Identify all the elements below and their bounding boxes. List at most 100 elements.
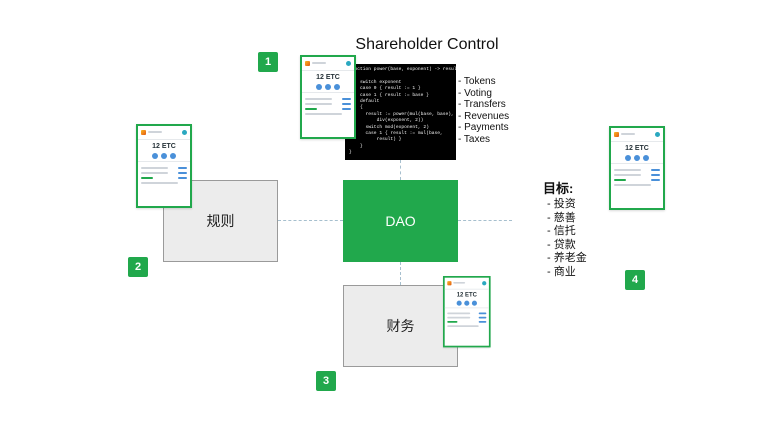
connector-code-dao xyxy=(400,160,401,180)
wallet-rows xyxy=(302,94,354,119)
status-placeholder-bar xyxy=(305,107,317,110)
link-placeholder-bar xyxy=(177,166,187,169)
text-placeholder-bar xyxy=(141,166,168,169)
wallet-balance: 12 ETC xyxy=(625,145,649,152)
code-line: result) } xyxy=(349,137,402,143)
code-line: case 0 { result := 1 } xyxy=(349,86,421,92)
code-line: div(exponent, 2)) xyxy=(349,118,424,124)
account-avatar-icon xyxy=(182,129,187,135)
wallet-balance: 12 ETC xyxy=(152,143,176,150)
feature-item: - Revenues xyxy=(458,110,510,122)
account-avatar-icon xyxy=(655,131,660,137)
link-placeholder-bar xyxy=(478,320,487,323)
text-placeholder-bar xyxy=(305,112,342,115)
text-placeholder-bar xyxy=(447,324,479,327)
feature-item: - Voting xyxy=(458,87,492,99)
action-button-icon xyxy=(334,84,340,90)
code-line: switch exponent xyxy=(349,79,402,85)
feature-list: - Tokens- Voting- Transfers- Revenues- P… xyxy=(458,76,509,146)
code-block: function power(base, exponent) -> result… xyxy=(345,64,456,160)
connector-dao-goals xyxy=(458,220,512,221)
action-button-icon xyxy=(464,300,470,306)
code-line: case 1 { result := base } xyxy=(349,92,429,98)
link-placeholder-bar xyxy=(177,176,187,179)
code-line: } xyxy=(349,150,352,156)
text-placeholder-bar xyxy=(621,132,635,136)
code-line: } xyxy=(349,143,363,149)
goal-item: - 贷款 xyxy=(547,238,576,251)
text-placeholder-bar xyxy=(614,168,641,171)
code-lines: function power(base, exponent) -> result… xyxy=(349,67,456,157)
page-title: Shareholder Control xyxy=(355,36,499,53)
node-finance: 财务 xyxy=(343,285,458,367)
goals-list: - 投资- 慈善- 信托- 贷款- 养老金- 商业 xyxy=(543,198,587,279)
goal-item: - 信托 xyxy=(547,225,576,237)
text-placeholder-bar xyxy=(453,281,466,284)
wallet-logo-icon xyxy=(305,60,310,66)
text-placeholder-bar xyxy=(614,183,651,186)
code-line: case 1 { result := mul(base, xyxy=(349,131,443,137)
status-placeholder-bar xyxy=(141,176,153,179)
feature-item: - Transfers xyxy=(458,99,506,111)
wallet-logo-icon xyxy=(447,280,452,285)
link-placeholder-bar xyxy=(341,97,351,100)
code-line: default xyxy=(349,99,380,105)
action-button-icon xyxy=(161,153,167,159)
step-badge-1: 1 xyxy=(258,52,278,72)
link-placeholder-bar xyxy=(341,102,351,105)
node-dao-label: DAO xyxy=(385,213,416,229)
step-badge-4: 4 xyxy=(625,270,645,290)
text-placeholder-bar xyxy=(141,181,178,184)
text-placeholder-bar xyxy=(305,97,332,100)
node-rules-label: 规则 xyxy=(206,213,235,229)
wallet-balance: 12 ETC xyxy=(316,74,340,81)
wallet-logo-icon xyxy=(141,129,146,135)
action-button-icon xyxy=(325,84,331,90)
link-placeholder-bar xyxy=(650,173,660,176)
status-placeholder-bar xyxy=(447,320,458,323)
wallet-header xyxy=(302,57,354,69)
text-placeholder-bar xyxy=(447,316,470,319)
text-placeholder-bar xyxy=(141,171,168,174)
step-badge-2: 2 xyxy=(128,257,148,277)
node-finance-label: 财务 xyxy=(386,318,415,334)
link-placeholder-bar xyxy=(341,107,351,110)
wallet-balance: 12 ETC xyxy=(456,292,477,299)
feature-item: - Taxes xyxy=(458,133,491,145)
link-placeholder-bar xyxy=(478,312,487,315)
action-button-icon xyxy=(152,153,158,159)
wallet-logo-icon xyxy=(614,131,619,137)
text-placeholder-bar xyxy=(447,312,470,315)
link-placeholder-bar xyxy=(650,168,660,171)
goal-item: - 养老金 xyxy=(547,252,587,264)
action-button-icon xyxy=(625,155,631,161)
code-line: function power(base, exponent) -> result xyxy=(349,67,456,72)
link-placeholder-bar xyxy=(650,178,660,181)
link-placeholder-bar xyxy=(478,316,487,319)
goal-item: - 慈善 xyxy=(547,211,576,224)
link-placeholder-bar xyxy=(177,171,187,174)
goals-title: 目标: xyxy=(543,181,574,196)
step-badge-3: 3 xyxy=(316,371,336,391)
text-placeholder-bar xyxy=(305,102,332,105)
goals-block: 目标: - 投资- 慈善- 信托- 贷款- 养老金- 商业 xyxy=(543,178,587,279)
connector-dao-finance xyxy=(400,262,401,285)
action-button-icon xyxy=(643,155,649,161)
status-placeholder-bar xyxy=(614,178,626,181)
wallet-screenshot-left: 12 ETC xyxy=(136,124,192,208)
action-button-icon xyxy=(471,300,477,306)
code-line: { xyxy=(360,105,363,111)
wallet-actions xyxy=(302,84,354,90)
action-button-icon xyxy=(316,84,322,90)
goal-item: - 商业 xyxy=(547,265,576,278)
text-placeholder-bar xyxy=(148,130,162,134)
code-line: switch mod(exponent, 2) xyxy=(349,124,429,130)
account-avatar-icon xyxy=(346,60,351,66)
text-placeholder-bar xyxy=(614,173,641,176)
goal-item: - 投资 xyxy=(547,198,576,210)
action-button-icon xyxy=(634,155,640,161)
code-line: result := power(mul(base, base), xyxy=(349,111,454,117)
account-avatar-icon xyxy=(482,280,487,285)
wallet-screenshot-bottom: 12 ETC xyxy=(443,276,491,348)
